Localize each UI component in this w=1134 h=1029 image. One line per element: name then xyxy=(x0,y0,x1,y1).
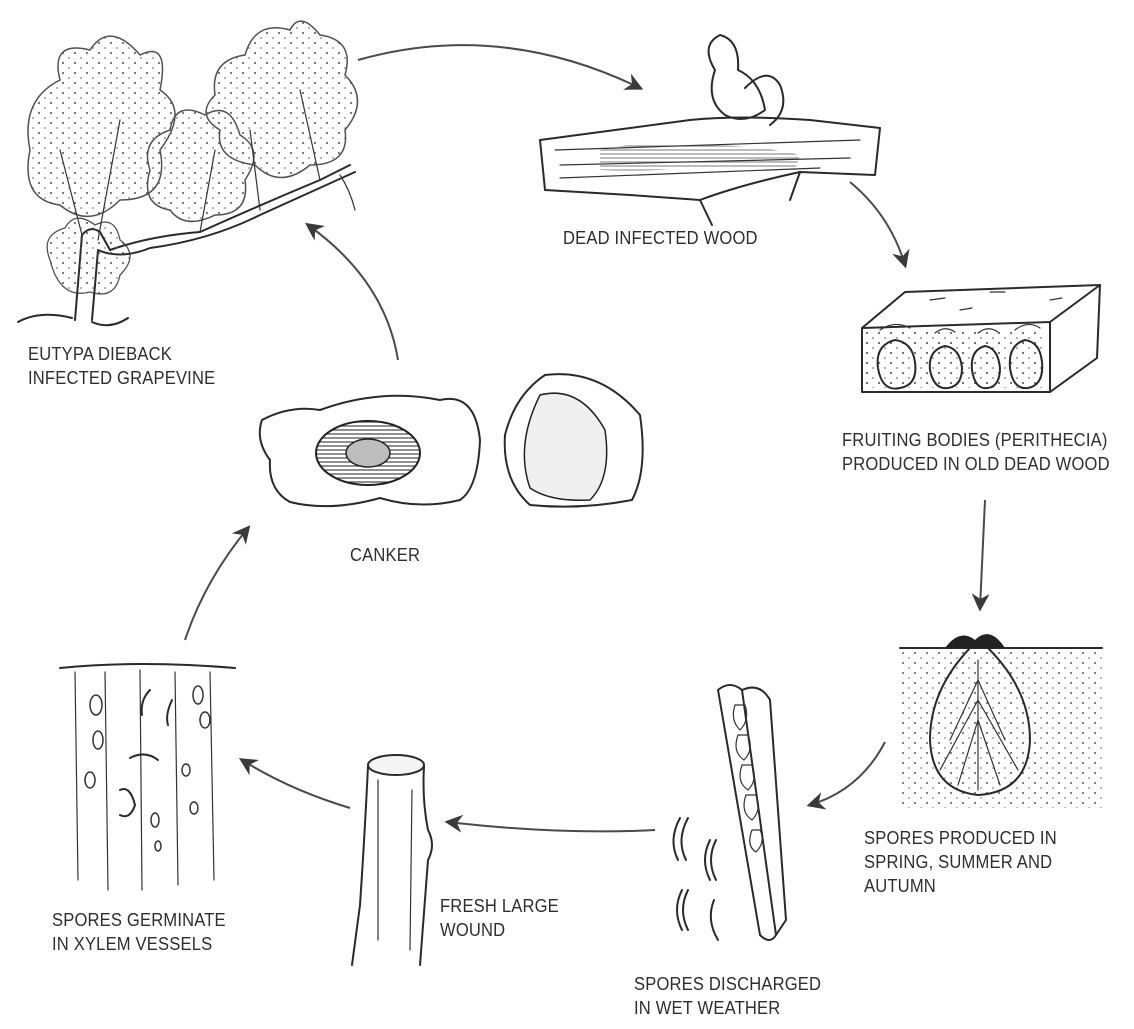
xylem-illustration xyxy=(60,664,235,890)
wound-illustration xyxy=(352,755,432,965)
grapevine-illustration xyxy=(18,21,358,325)
arrow-fruiting-to-perithecium xyxy=(980,500,985,608)
label-line: DEAD INFECTED WOOD xyxy=(563,226,758,250)
arrow-grapevine-to-deadwood xyxy=(358,45,640,88)
perithecia-block-illustration xyxy=(862,285,1100,392)
arrow-wound-to-xylem xyxy=(242,760,350,808)
label-line: FRUITING BODIES (PERITHECIA) xyxy=(842,428,1110,452)
arrow-canker-to-grapevine xyxy=(308,225,398,360)
arrow-xylem-to-canker xyxy=(185,528,248,640)
perithecium-illustration xyxy=(900,634,1102,808)
label-line: AUTUMN xyxy=(864,874,1057,898)
dead-wood-illustration xyxy=(540,35,880,225)
canker-illustration xyxy=(260,374,643,507)
label-line: IN WET WEATHER xyxy=(634,996,821,1020)
label-canker: CANKER xyxy=(350,543,420,567)
label-line: PRODUCED IN OLD DEAD WOOD xyxy=(842,452,1110,476)
arrow-perithecium-to-discharge xyxy=(810,742,885,805)
label-fresh-large-wound: FRESH LARGE WOUND xyxy=(440,894,559,942)
label-line: SPORES GERMINATE xyxy=(52,908,226,932)
arrow-deadwood-to-fruiting xyxy=(850,182,905,265)
label-line: CANKER xyxy=(350,543,420,567)
label-line: WOUND xyxy=(440,918,559,942)
label-spores-produced: SPORES PRODUCED IN SPRING, SUMMER AND AU… xyxy=(864,826,1057,898)
label-line: FRESH LARGE xyxy=(440,894,559,918)
label-spores-discharged: SPORES DISCHARGED IN WET WEATHER xyxy=(634,972,821,1020)
arrow-discharge-to-wound xyxy=(448,822,655,831)
ascus-illustration xyxy=(673,685,786,940)
label-spores-germinate: SPORES GERMINATE IN XYLEM VESSELS xyxy=(52,908,226,956)
label-eutypa-dieback: EUTYPA DIEBACK INFECTED GRAPEVINE xyxy=(28,342,215,390)
label-line: IN XYLEM VESSELS xyxy=(52,932,226,956)
label-line: SPRING, SUMMER AND xyxy=(864,850,1057,874)
label-line: SPORES PRODUCED IN xyxy=(864,826,1057,850)
label-fruiting-bodies: FRUITING BODIES (PERITHECIA) PRODUCED IN… xyxy=(842,428,1110,476)
label-line: SPORES DISCHARGED xyxy=(634,972,821,996)
label-line: EUTYPA DIEBACK xyxy=(28,342,215,366)
label-dead-infected-wood: DEAD INFECTED WOOD xyxy=(563,226,758,250)
label-line: INFECTED GRAPEVINE xyxy=(28,366,215,390)
